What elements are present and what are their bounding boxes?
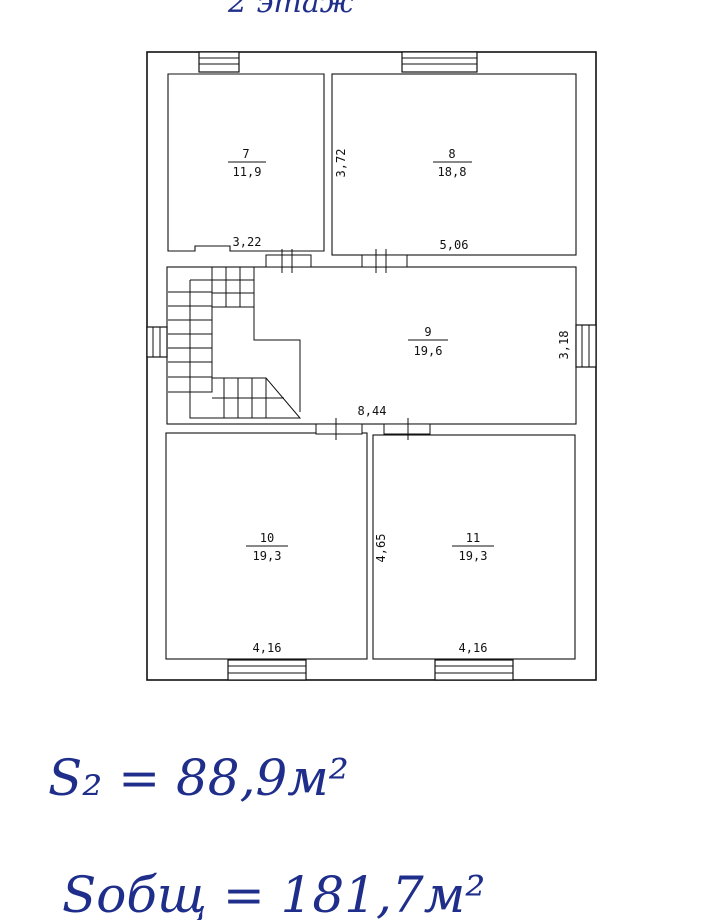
window-bottom-right [434,659,514,681]
room-8-label: 8 18,8 [433,147,472,179]
floor-area-note: S₂ = 88,9м² [48,749,349,807]
window-top-right [401,51,478,73]
room-area: 18,8 [438,165,467,179]
room-9-outline [166,266,577,425]
door-hall-upper-1 [265,249,312,273]
window-bottom-left [227,659,307,681]
room-number: 7 [242,147,249,161]
room-area: 19,3 [459,549,488,563]
room-number: 11 [466,531,480,545]
window-right [575,324,597,368]
room-8-outline [331,73,577,256]
dim-room8-width: 5,06 [440,238,469,252]
window-left [146,326,168,358]
dim-lower-height: 4,65 [374,534,388,563]
room-7-outline [167,73,325,252]
room-9-label: 9 19,6 [408,325,448,358]
dim-room7-height: 3,72 [334,149,348,178]
room-area: 11,9 [233,165,262,179]
dim-hall-width: 8,44 [358,404,387,418]
dim-room7-width: 3,22 [233,235,262,249]
dim-hall-height: 3,18 [557,331,571,360]
room-number: 8 [448,147,455,161]
window-top-left [198,51,240,73]
room-number: 9 [424,325,431,339]
room-11-outline [372,434,576,660]
room-10-outline [165,432,368,660]
dim-room10-width: 4,16 [253,641,282,655]
floor-heading: 2 этаж [227,0,354,20]
room-11-label: 11 19,3 [452,531,494,563]
staircase [168,266,302,419]
room-7-label: 7 11,9 [228,147,266,179]
door-hall-lower-1 [315,418,363,440]
room-area: 19,6 [414,344,443,358]
total-area-note: Sобщ = 181,7м² [62,866,485,920]
outer-wall [146,51,597,681]
room-number: 10 [260,531,274,545]
door-hall-upper-2 [361,249,408,273]
room-10-label: 10 19,3 [246,531,288,563]
dim-room11-width: 4,16 [459,641,488,655]
door-hall-lower-2 [383,418,431,440]
room-area: 19,3 [253,549,282,563]
